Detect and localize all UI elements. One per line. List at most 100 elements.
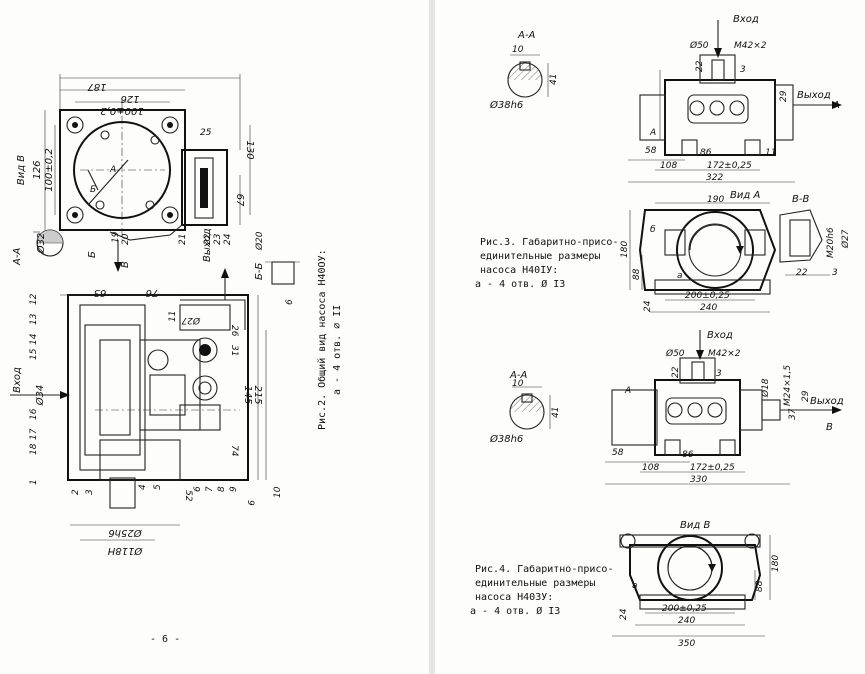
fig4-front-a: А xyxy=(624,386,631,396)
fig3-front-a: А xyxy=(649,128,656,138)
callout-12: 12 xyxy=(29,293,39,305)
callout-23: 23 xyxy=(213,233,223,245)
fig2-dim-126-left: 126 xyxy=(32,160,43,179)
fig2-outlet: Выход xyxy=(202,228,213,262)
fig2-inlet: Вход xyxy=(12,367,23,393)
fig2-dim-32: Ø32 xyxy=(35,233,47,255)
fig4-section-aa-label: А-А xyxy=(509,370,527,381)
fig4-view-b: Вид В xyxy=(680,520,710,531)
fig3-dim-29: 29 xyxy=(779,90,789,102)
callout-21: 21 xyxy=(178,234,188,245)
fig4-outlet: Выход xyxy=(810,396,844,407)
fig3-dim-m42: M42×2 xyxy=(734,41,767,51)
fig2-dim-bb-6: 6 xyxy=(285,299,295,305)
fig4-end-view xyxy=(612,533,771,637)
fig4-aa-38h6: Ø38h6 xyxy=(489,433,523,445)
fig3-aa-41: 41 xyxy=(549,74,559,85)
callout-3: 3 xyxy=(85,489,95,495)
fig3-section-aa-label: А-А xyxy=(517,30,535,41)
fig4-dim-86: 86 xyxy=(682,450,694,460)
fig3-section-aa xyxy=(507,54,549,98)
fig2-dim-118H: Ø118H xyxy=(107,545,143,557)
fig2-view-v: Вид В xyxy=(16,155,27,185)
fig4-dim-88: 88 xyxy=(755,580,765,592)
fig2-dim-52: 52 xyxy=(183,490,193,502)
fig3-end-view xyxy=(629,202,777,313)
fig3-caption-2: единительные размеры xyxy=(480,251,600,262)
fig2-dim-126-top: 126 xyxy=(120,93,139,104)
fig4-dim-37: 37 xyxy=(788,408,798,420)
fig4-dim-3: 3 xyxy=(716,369,722,379)
fig3-end-b: б xyxy=(650,225,656,235)
callout-9: 9 xyxy=(229,486,239,492)
fig2-dim-63: 63 xyxy=(94,287,107,298)
callout-14: 14 xyxy=(29,333,39,345)
fig2-dim-31: 31 xyxy=(229,345,239,356)
callout-2: 2 xyxy=(71,489,81,495)
callout-10: 10 xyxy=(273,486,283,498)
callout-6: 6 xyxy=(193,486,203,492)
fig3-dim-50: Ø50 xyxy=(689,40,709,51)
fig2-section-bb xyxy=(265,261,300,285)
fig2-dim-26: 26 xyxy=(229,325,239,337)
fig4-dim-m24: M24×1,5 xyxy=(783,365,793,406)
fig3-front-view xyxy=(628,20,842,183)
fig3-aa-38h6: Ø38h6 xyxy=(489,99,523,111)
fig4-inlet: Вход xyxy=(707,330,733,341)
fig2-dim-100-top: 100±0,2 xyxy=(100,105,143,116)
fig2-arrow-b-left: Б xyxy=(87,251,98,258)
fig2-dim-25h6: Ø25h6 xyxy=(108,527,142,539)
fig2-section-aa xyxy=(33,229,64,257)
fig3-dim-108: 108 xyxy=(660,161,677,171)
fig4-dim-50: Ø50 xyxy=(665,348,685,359)
fig3-dim-190: 190 xyxy=(707,195,724,205)
fig2-label-a: А xyxy=(109,165,116,175)
fig2-dim-130: 130 xyxy=(244,140,255,159)
fig3-dim-22: 22 xyxy=(695,60,705,72)
fig4-dim-172: 172±0,25 xyxy=(690,463,735,473)
fig3-bb-22: 22 xyxy=(796,268,808,278)
fig4-dim-29: 29 xyxy=(801,390,811,402)
fig4-aa-10: 10 xyxy=(512,379,524,389)
callout-8: 8 xyxy=(217,486,227,492)
fig3-dim-24: 24 xyxy=(643,300,653,312)
fig4-caption-3: насоса Н403У: xyxy=(475,592,553,603)
fig3-section-bb-label: В-В xyxy=(792,194,809,205)
fig3-dim-58: 58 xyxy=(645,146,657,156)
fig3-dim-88: 88 xyxy=(632,268,642,280)
fig3-dim-86: 86 xyxy=(700,148,712,158)
fig4-caption-1: Рис.4. Габаритно-присо- xyxy=(475,563,613,575)
fig3-dim-11: 11 xyxy=(765,148,776,158)
callout-16: 16 xyxy=(29,408,39,420)
fig4-dim-350: 350 xyxy=(678,639,695,649)
fig4-dim-18: Ø18 xyxy=(760,378,771,398)
fig2-note: а - 4 отв. ∅ II xyxy=(332,305,343,395)
fig4-arrow-b: В xyxy=(826,422,833,433)
fig3-caption-3: насоса Н40ІУ: xyxy=(480,265,558,276)
fig3-caption-4: а - 4 отв. Ø I3 xyxy=(475,278,565,290)
callout-4: 4 xyxy=(138,484,148,490)
fig2-arrow-b-down: В xyxy=(120,261,131,268)
fig2-dim-27: Ø27 xyxy=(181,315,201,326)
fig4-dim-24: 24 xyxy=(619,608,629,620)
callout-1: 1 xyxy=(29,479,39,485)
fig3-section-bb xyxy=(779,209,830,276)
page-number: - 6 - xyxy=(150,634,180,645)
fig3-outlet: Выход xyxy=(797,90,831,101)
fig2-dim-74: 74 xyxy=(229,445,239,457)
callout-15: 15 xyxy=(29,348,39,360)
callout-17: 17 xyxy=(29,428,39,440)
callout-7: 7 xyxy=(205,486,215,492)
callout-11: 11 xyxy=(168,311,178,322)
fig3-view-a: Вид А xyxy=(730,190,760,201)
callout-20: 20 xyxy=(121,233,131,245)
fig3-dim-322: 322 xyxy=(706,173,723,183)
fig2-dim-145: 145 xyxy=(242,385,253,404)
fig4-dim-240: 240 xyxy=(678,616,695,626)
fig3-caption-1: Рис.3. Габаритно-присо- xyxy=(480,236,618,248)
fig3-dim-240: 240 xyxy=(700,303,717,313)
fig2-main-section xyxy=(10,268,267,541)
fig4-dim-200: 200±0,25 xyxy=(662,604,707,614)
